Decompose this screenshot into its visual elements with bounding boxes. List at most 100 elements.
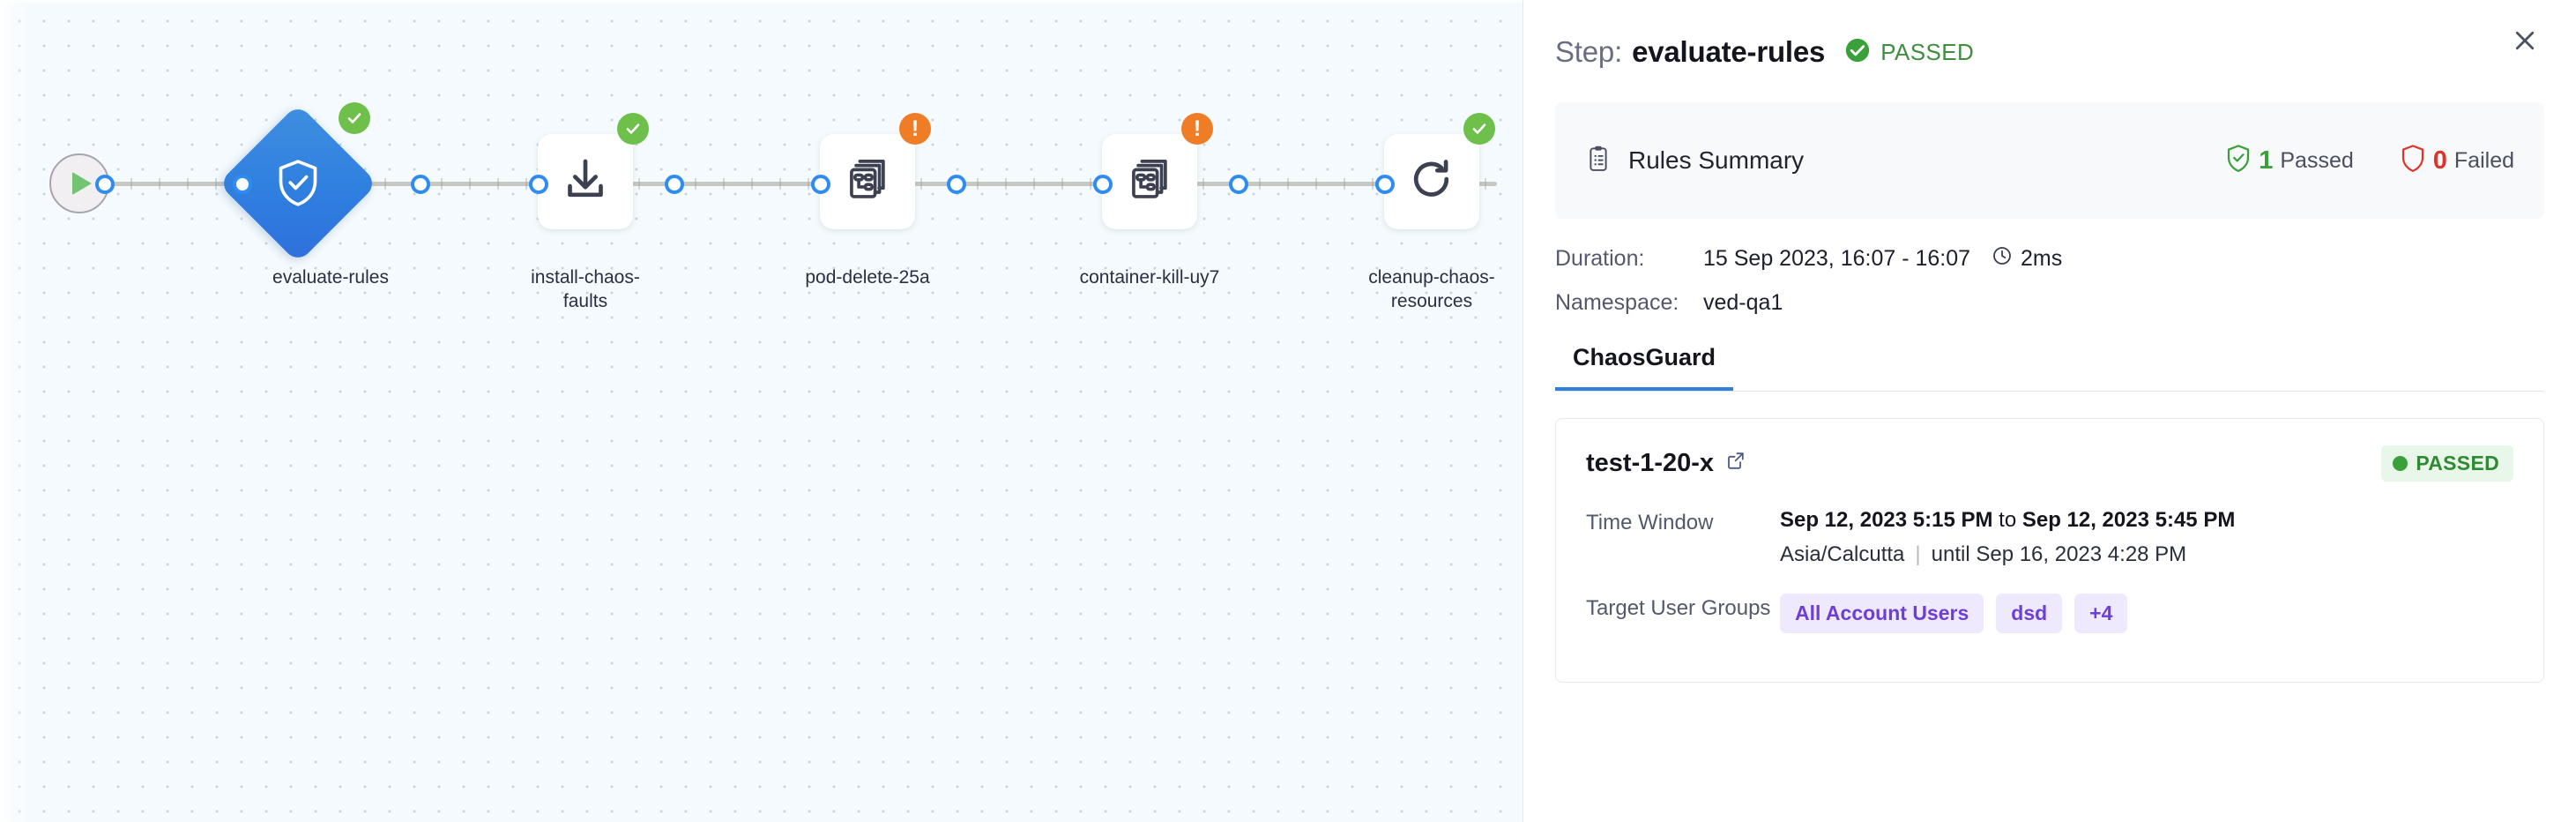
node-shape-box	[538, 134, 633, 229]
rules-failed-count: 0	[2432, 146, 2447, 175]
status-badge-success	[1463, 113, 1495, 145]
rule-status-badge: PASSED	[2381, 445, 2513, 482]
close-icon[interactable]	[2505, 21, 2544, 60]
pipeline-node-container-kill-uy7[interactable]: !	[1102, 113, 1213, 229]
port-dot[interactable]	[1375, 175, 1395, 194]
port-dot[interactable]	[233, 175, 252, 194]
time-window-start: Sep 12, 2023 5:15 PM	[1780, 508, 1993, 532]
duration-range: 15 Sep 2023, 16:07 - 16:07	[1703, 246, 1971, 271]
pipeline-node-evaluate-rules[interactable]	[218, 102, 378, 264]
rule-row-time-window: Time Window Sep 12, 2023 5:15 PM to Sep …	[1586, 508, 2513, 567]
port-dot[interactable]	[947, 175, 966, 194]
rule-status-text: PASSED	[2416, 452, 2499, 475]
node-shape-box	[820, 134, 915, 229]
port-dot[interactable]	[529, 175, 548, 194]
pipeline-node-cleanup-chaos-resources[interactable]	[1384, 113, 1495, 229]
rules-failed-label: Failed	[2453, 147, 2514, 173]
status-badge-success	[617, 113, 649, 145]
duration-elapsed: 2ms	[1992, 245, 2062, 273]
rule-row-key: Target User Groups	[1586, 596, 1771, 620]
node-label-line1: pod-delete-25a	[805, 267, 930, 288]
user-group-chip[interactable]: All Account Users	[1780, 594, 1984, 633]
until-text: until Sep 16, 2023 4:28 PM	[1931, 542, 2187, 566]
detail-row-namespace: Namespace: ved-qa1	[1555, 290, 2544, 316]
rules-summary-title: Rules Summary	[1628, 146, 1805, 174]
play-icon	[72, 172, 92, 195]
node-label-line2: faults	[562, 290, 608, 311]
node-shape-diamond	[218, 103, 378, 264]
step-details-panel: Step: evaluate-rules PASSED	[1523, 0, 2576, 822]
rules-summary-left: Rules Summary	[1585, 145, 2179, 177]
step-details-list: Duration: 15 Sep 2023, 16:07 - 16:07 2ms…	[1523, 219, 2576, 316]
time-window-end: Sep 12, 2023 5:45 PM	[2021, 508, 2236, 532]
node-label: cleanup-chaos- resources	[1335, 266, 1523, 314]
rules-passed-label: Passed	[2280, 147, 2354, 173]
panel-title-name: evaluate-rules	[1632, 35, 1826, 68]
status-badge-warning: !	[899, 113, 931, 145]
rule-row-target-user-groups: Target User Groups All Account Users dsd…	[1586, 594, 2513, 633]
port-dot[interactable]	[411, 175, 430, 194]
rule-name: test-1-20-x	[1586, 449, 1746, 478]
node-label-line2: resources	[1390, 290, 1473, 311]
user-group-chip[interactable]: dsd	[1996, 594, 2063, 633]
node-label-text: evaluate-rules	[272, 267, 389, 288]
user-group-chips: All Account Users dsd +4	[1780, 594, 2128, 633]
panel-title-prefix: Step:	[1555, 35, 1623, 68]
tab-chaosguard[interactable]: ChaosGuard	[1555, 337, 1734, 391]
user-group-chip-more[interactable]: +4	[2074, 594, 2128, 633]
node-label: container-kill-uy7	[1053, 266, 1247, 290]
detail-value: 15 Sep 2023, 16:07 - 16:07 2ms	[1703, 245, 2062, 273]
detail-value: ved-qa1	[1703, 290, 1783, 315]
shield-check-icon	[2225, 144, 2252, 178]
rule-row-key: Time Window	[1586, 511, 1714, 534]
node-shape-box	[1384, 134, 1479, 229]
node-label: evaluate-rules	[234, 266, 428, 290]
pipeline-canvas[interactable]: evaluate-rules install-chaos- faults	[0, 0, 1523, 822]
duration-elapsed-text: 2ms	[2021, 246, 2063, 271]
external-link-icon[interactable]	[1725, 449, 1746, 478]
status-text: PASSED	[1880, 38, 1975, 65]
status-badge-warning: !	[1181, 113, 1213, 145]
time-window-joiner: to	[1999, 508, 2017, 532]
timezone-text: Asia/Calcutta	[1780, 542, 1905, 566]
node-label-line1: container-kill-uy7	[1079, 267, 1220, 288]
node-label: pod-delete-25a	[771, 266, 964, 290]
shield-outline-icon	[2400, 144, 2426, 178]
port-dot[interactable]	[1229, 175, 1248, 194]
rule-name-text: test-1-20-x	[1586, 449, 1715, 477]
node-shape-box	[1102, 134, 1197, 229]
rule-card-header: test-1-20-x PASSED	[1586, 445, 2513, 482]
refresh-icon	[1407, 155, 1456, 209]
panel-header: Step: evaluate-rules PASSED	[1523, 0, 2576, 78]
pipeline-node-pod-delete-25a[interactable]: !	[820, 113, 931, 229]
status-badge-success	[339, 102, 370, 134]
pipeline-node-install-chaos-faults[interactable]	[538, 113, 649, 229]
clipboard-icon	[1585, 145, 1612, 177]
status-dot-icon	[2393, 456, 2408, 471]
page-title: Step: evaluate-rules	[1555, 35, 1825, 69]
status-badge: PASSED	[1844, 37, 1974, 68]
rules-summary-card: Rules Summary 1 Passed 0	[1555, 102, 2544, 219]
detail-key: Namespace:	[1555, 290, 1679, 315]
chaos-fault-icon	[1125, 155, 1174, 209]
rules-passed-stat: 1 Passed	[2225, 144, 2354, 178]
clock-icon	[1992, 245, 2013, 273]
time-window-range: Sep 12, 2023 5:15 PM to Sep 12, 2023 5:4…	[1780, 508, 2235, 533]
shield-check-icon	[275, 158, 321, 209]
detail-row-duration: Duration: 15 Sep 2023, 16:07 - 16:07 2ms	[1555, 245, 2544, 273]
rules-failed-stat: 0 Failed	[2400, 144, 2514, 178]
time-window-meta: Asia/Calcutta | until Sep 16, 2023 4:28 …	[1780, 542, 2235, 567]
port-dot[interactable]	[95, 175, 115, 194]
rule-row-value: Sep 12, 2023 5:15 PM to Sep 12, 2023 5:4…	[1780, 508, 2235, 567]
node-label-line1: install-chaos-	[531, 267, 640, 288]
port-dot[interactable]	[665, 175, 684, 194]
chaos-fault-icon	[843, 155, 892, 209]
port-dot[interactable]	[811, 175, 830, 194]
divider: |	[1915, 542, 1921, 566]
chaosguard-rule-card: test-1-20-x PASSED Time Window	[1555, 418, 2544, 683]
port-dot[interactable]	[1093, 175, 1113, 194]
node-label: install-chaos- faults	[488, 266, 682, 314]
detail-key: Duration:	[1555, 246, 1645, 271]
node-label-line1: cleanup-chaos-	[1368, 267, 1495, 288]
